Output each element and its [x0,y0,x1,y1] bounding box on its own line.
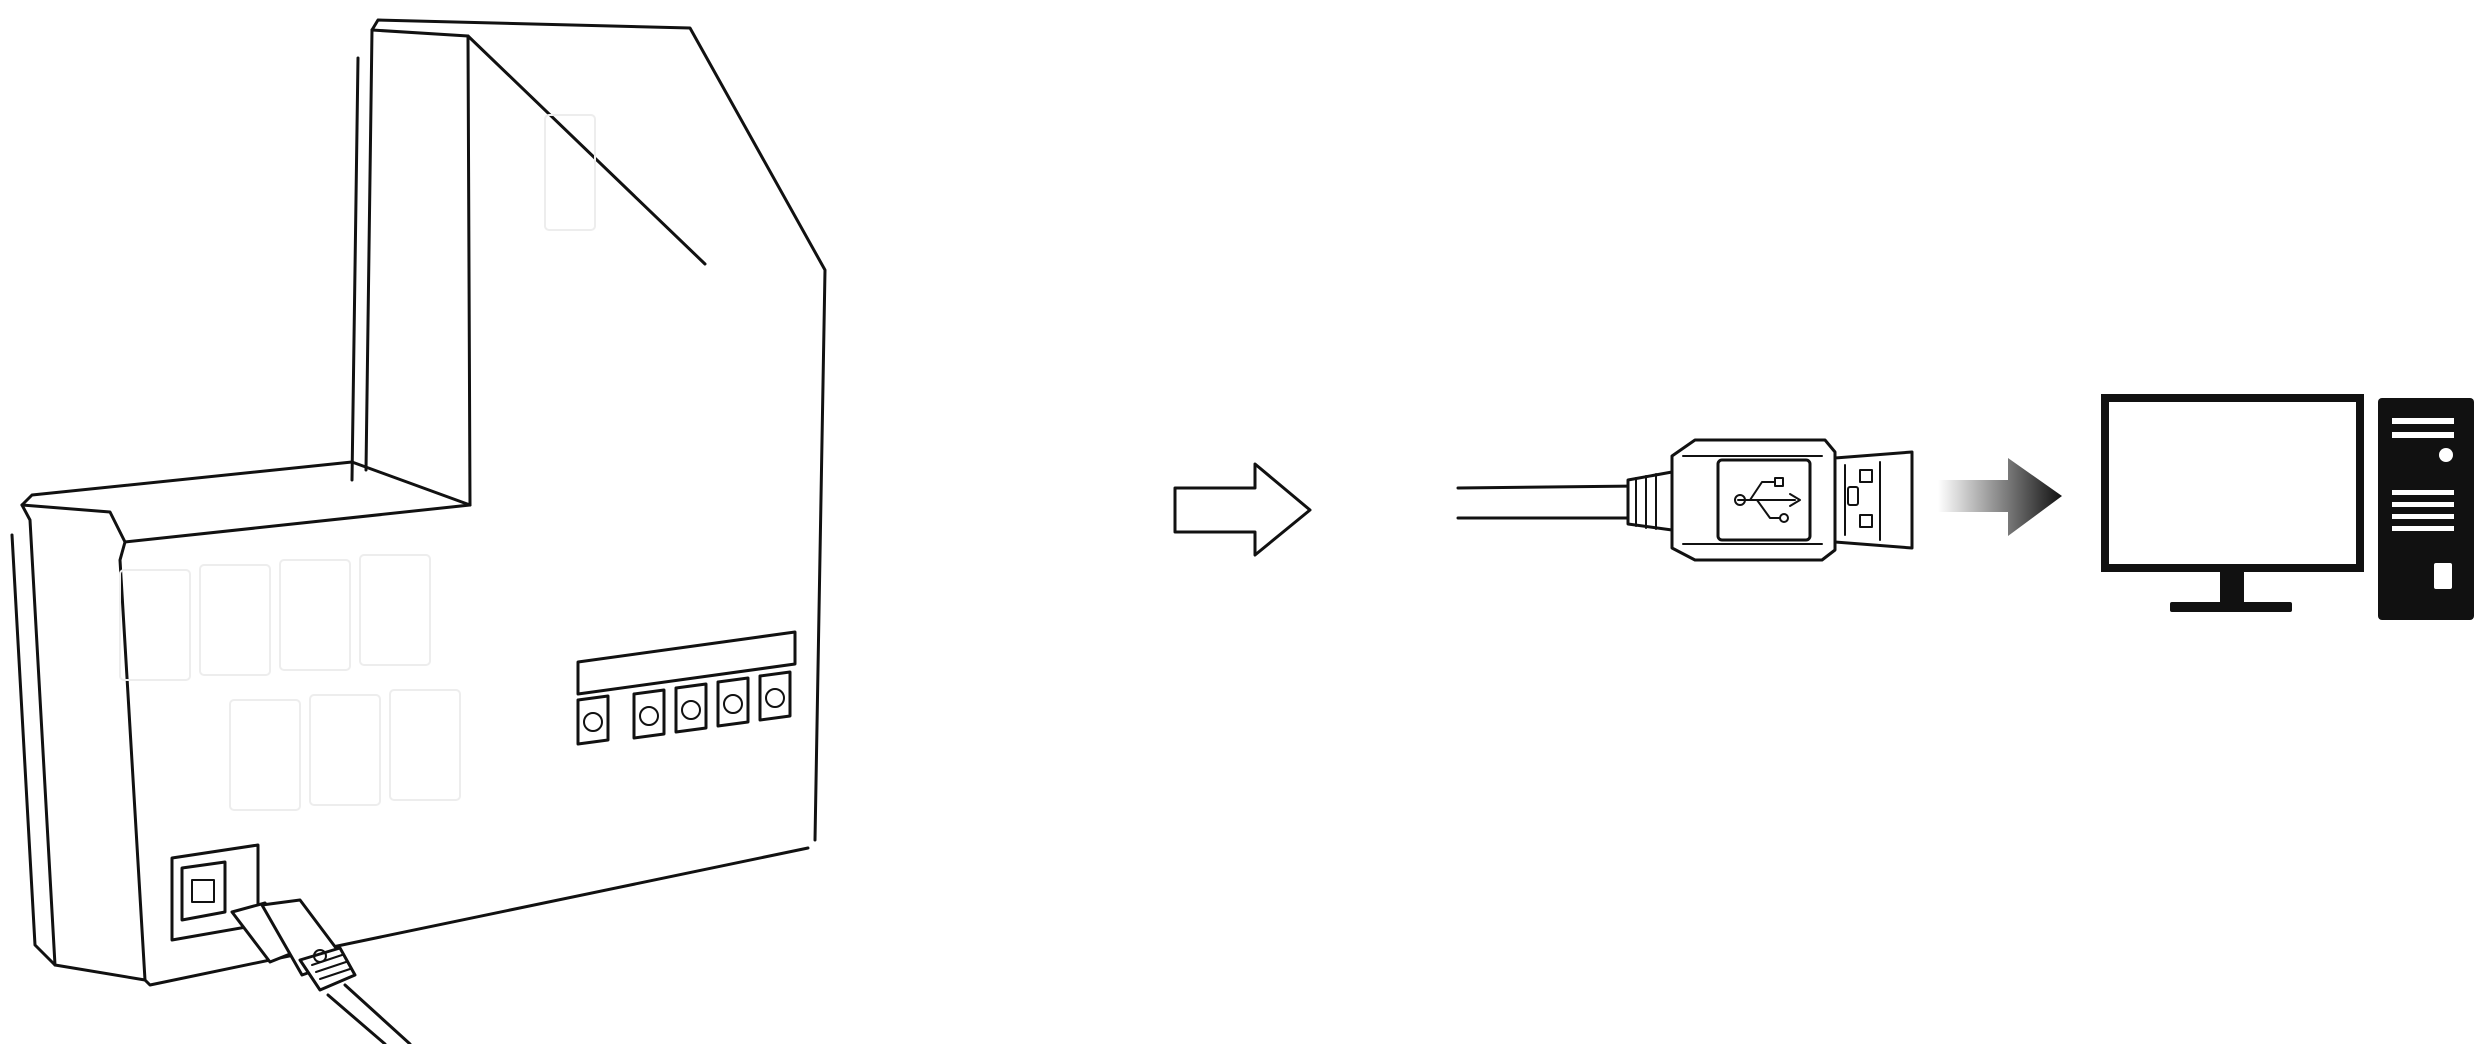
panel-button-1 [576,694,610,746]
usb-a-connector-icon [1456,438,1914,562]
panel-button-2 [632,688,666,740]
usb-b-cable-icon [230,898,412,1044]
panel-button-3 [674,682,708,734]
solid-arrow-right-icon [1938,458,2062,536]
panel-button-4 [716,676,750,728]
panel-button-5 [758,670,792,722]
outline-arrow-right-icon [1173,462,1312,557]
usb-trident-icon [1734,477,1801,523]
pc-tower-icon [2378,398,2474,620]
printer-device-icon [10,18,827,1044]
monitor-icon [2101,394,2364,612]
embossed-marks [119,114,596,811]
control-panel [576,630,797,746]
